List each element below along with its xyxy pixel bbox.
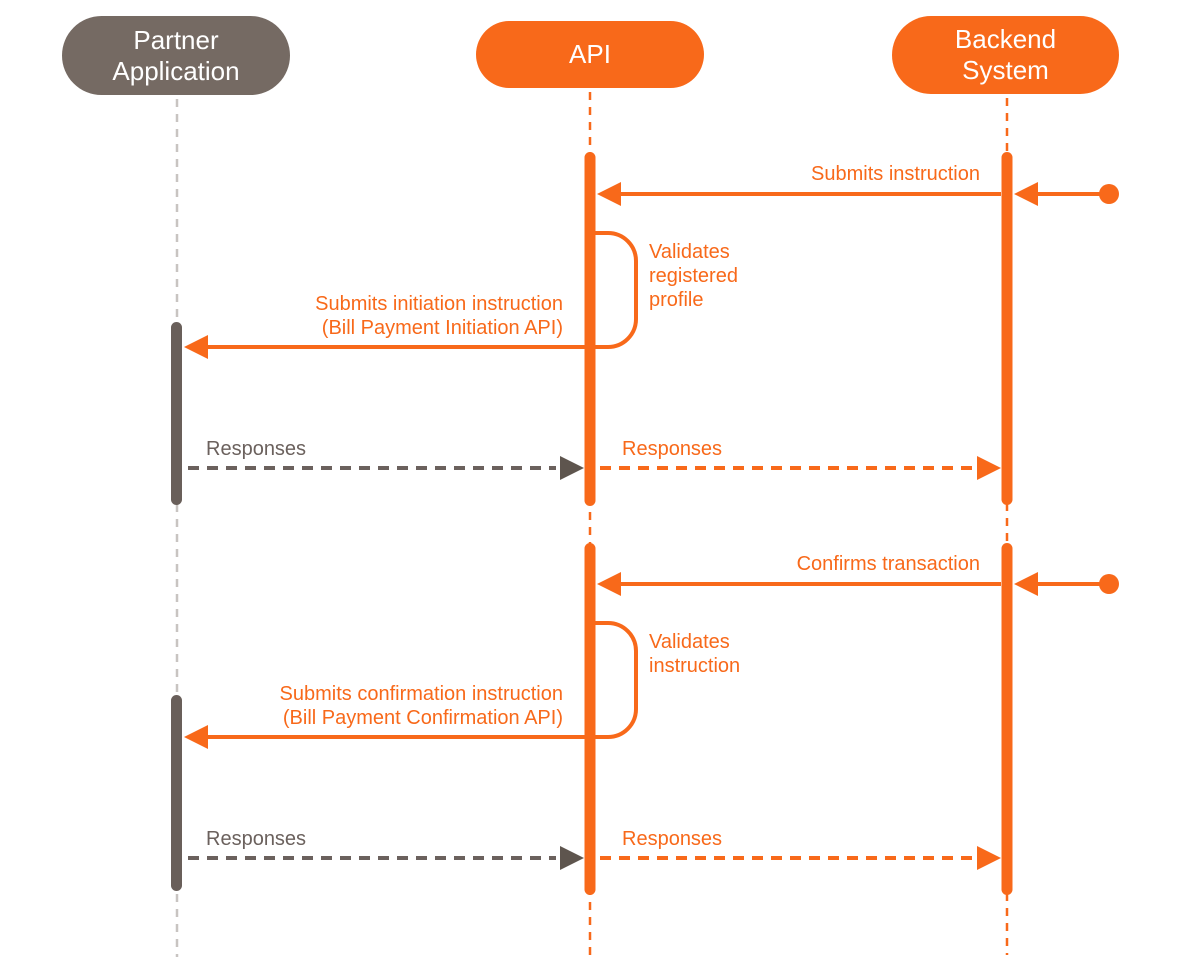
submits-instruction-arrowhead-backend [1014, 182, 1038, 206]
responses-arrowhead-api-1 [560, 456, 584, 480]
submits-instruction-label: Submits instruction [811, 163, 980, 185]
responses-partner-label-1: Responses [206, 438, 307, 460]
backend-activation-bar-1 [1001, 152, 1013, 505]
actor-api-label: API [569, 39, 611, 69]
confirms-transaction-arrowhead-api [597, 572, 621, 596]
partner-activation-bar-2 [171, 695, 182, 891]
actor-backend-system: Backend System [892, 16, 1119, 94]
submits-confirmation-arrowhead-partner [184, 725, 208, 749]
initiator-dot-2 [1099, 574, 1119, 594]
responses-partner-label-2: Responses [206, 828, 307, 850]
initiator-dot-1 [1099, 184, 1119, 204]
partner-activation-bar-1 [171, 322, 182, 505]
actor-partner-application-label: Partner Application [112, 24, 240, 86]
actor-api: API [476, 21, 704, 88]
confirms-transaction-arrowhead-backend [1014, 572, 1038, 596]
validates-instruction-label: Validates instruction [649, 631, 741, 677]
self-call-loop-1 [206, 231, 638, 349]
responses-backend-label-2: Responses [622, 828, 723, 850]
actor-partner-application: Partner Application [62, 16, 290, 95]
backend-activation-bar-2 [1001, 543, 1013, 895]
responses-arrowhead-backend-2 [977, 846, 1001, 870]
self-call-loop-2 [206, 621, 638, 739]
responses-arrowhead-api-2 [560, 846, 584, 870]
validates-registered-profile-label: Validates registered profile [649, 241, 738, 311]
responses-backend-label-1: Responses [622, 438, 723, 460]
submits-initiation-label: Submits initiation instruction (Bill Pay… [315, 293, 563, 339]
api-activation-bar-1 [584, 152, 596, 506]
api-activation-bar-2 [584, 543, 596, 895]
actor-backend-system-label: Backend System [954, 24, 1057, 85]
responses-arrowhead-backend-1 [977, 456, 1001, 480]
confirms-transaction-label: Confirms transaction [796, 553, 980, 575]
submits-confirmation-label: Submits confirmation instruction (Bill P… [279, 683, 563, 729]
submits-initiation-arrowhead-partner [184, 335, 208, 359]
submits-instruction-arrowhead-api [597, 182, 621, 206]
